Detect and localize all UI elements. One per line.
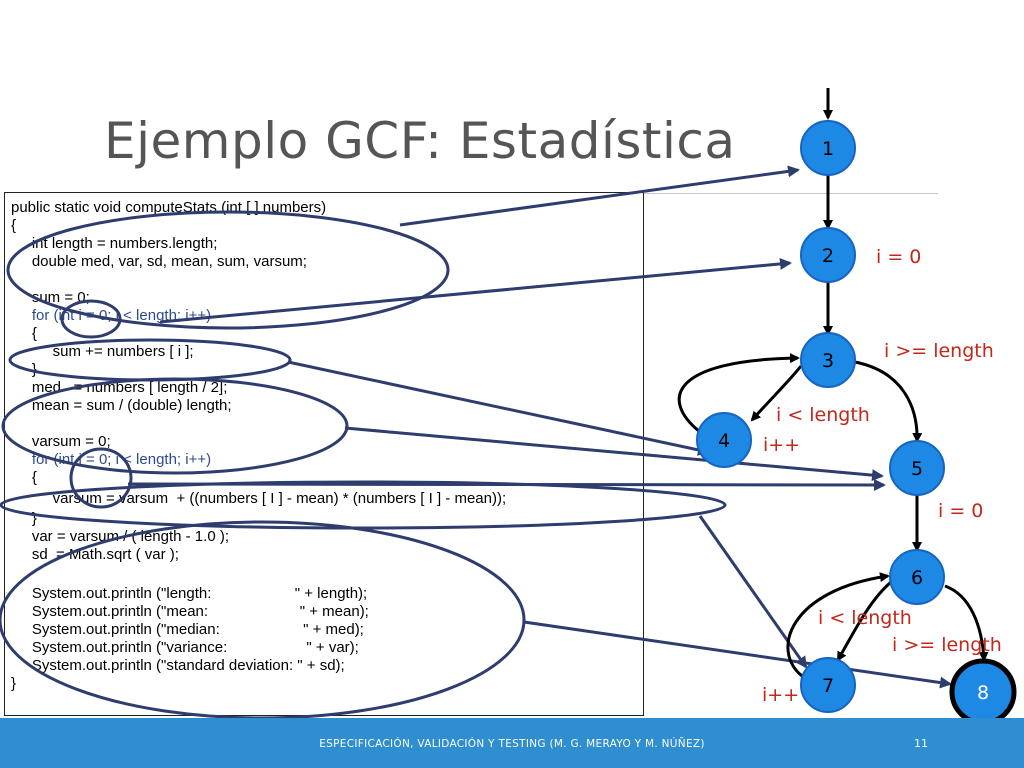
code-line: { xyxy=(11,325,37,342)
node-7: 7 xyxy=(800,657,856,713)
edge-3-5 xyxy=(854,360,923,443)
edge-7-6 xyxy=(786,572,890,678)
edge-label-n7-inc: i++ xyxy=(762,684,799,706)
node-1-label: 1 xyxy=(822,138,834,160)
code-line: } xyxy=(11,510,37,527)
code-line: varsum = varsum + ((numbers [ I ] - mean… xyxy=(11,490,507,507)
annotation-arrow-to-7 xyxy=(698,515,808,669)
annotation-arrow-to-5b xyxy=(127,478,886,491)
page-number: 11 xyxy=(914,737,928,750)
footer-text: ESPECIFICACIÓN, VALIDACIÓN Y TESTING (M.… xyxy=(319,738,705,750)
annotation-arrow-to-4 xyxy=(287,360,710,456)
code-line: sum += numbers [ i ]; xyxy=(11,343,194,360)
annotation-ellipse-init-1 xyxy=(60,299,122,339)
annotation-arrow-to-5 xyxy=(344,426,884,482)
node-6: 6 xyxy=(889,549,945,605)
code-line: mean = sum / (double) length; xyxy=(11,397,232,414)
code-line: public static void computeStats (int [ ]… xyxy=(11,199,327,216)
annotation-ellipse-block-2 xyxy=(1,377,349,475)
code-line: double med, var, sd, mean, sum, varsum; xyxy=(11,253,307,270)
code-line: for (int i = 0; i < length; i++) xyxy=(11,451,212,468)
code-panel: public static void computeStats (int [ ]… xyxy=(4,192,644,716)
code-line: sd = Math.sqrt ( var ); xyxy=(11,546,179,563)
node-4-label: 4 xyxy=(718,430,730,452)
edge-label-n3-exit: i >= length xyxy=(884,340,994,362)
node-2-label: 2 xyxy=(822,245,834,267)
edge-label-n3-loop: i < length xyxy=(776,404,870,426)
edge-6-7 xyxy=(836,580,892,662)
node-5: 5 xyxy=(889,440,945,496)
slide-title: Ejemplo GCF: Estadística xyxy=(104,112,736,170)
annotation-ellipse-body-1 xyxy=(8,338,292,382)
annotation-arrow-to-1 xyxy=(399,165,800,227)
code-line: System.out.println ("mean: " + mean); xyxy=(11,603,369,620)
edge-6-8 xyxy=(944,584,989,662)
title-divider xyxy=(640,193,938,194)
edge-4-3 xyxy=(677,353,800,434)
edge-label-n4-inc: i++ xyxy=(763,434,800,456)
code-line: System.out.println ("length: " + length)… xyxy=(11,585,368,602)
node-6-label: 6 xyxy=(911,567,923,589)
code-line: int length = numbers.length; xyxy=(11,235,218,252)
node-1: 1 xyxy=(800,120,856,176)
annotation-ellipse-block-3 xyxy=(0,520,526,720)
annotation-arrow-to-8 xyxy=(523,620,952,689)
node-3: 3 xyxy=(800,332,856,388)
code-line: { xyxy=(11,469,37,486)
code-line: } xyxy=(11,675,17,692)
node-4: 4 xyxy=(696,412,752,468)
annotation-ellipse-block-1 xyxy=(6,210,450,330)
node-7-label: 7 xyxy=(822,675,834,697)
edge-label-n5-init: i = 0 xyxy=(938,500,983,522)
node-8: 8 xyxy=(949,658,1017,726)
code-line: System.out.println ("median: " + med); xyxy=(11,621,364,638)
code-line: } xyxy=(11,361,37,378)
footer-bar: ESPECIFICACIÓN, VALIDACIÓN Y TESTING (M.… xyxy=(0,718,1024,768)
code-line: { xyxy=(11,217,17,234)
node-2: 2 xyxy=(800,227,856,283)
node-3-label: 3 xyxy=(822,350,834,372)
node-5-label: 5 xyxy=(911,458,923,480)
edge-label-n2-init: i = 0 xyxy=(876,246,921,268)
code-line: System.out.println ("variance: " + var); xyxy=(11,639,359,656)
edge-label-n6-exit: i >= length xyxy=(892,634,1002,656)
annotation-arrow-to-2 xyxy=(159,257,792,324)
annotation-ellipse-init-2 xyxy=(69,447,133,509)
code-line: System.out.println ("standard deviation:… xyxy=(11,657,345,674)
node-8-label: 8 xyxy=(977,682,989,704)
annotation-ellipse-body-2 xyxy=(0,480,727,530)
code-line: varsum = 0; xyxy=(11,433,111,450)
edge-3-4 xyxy=(750,365,803,422)
edge-label-n6-loop: i < length xyxy=(818,607,912,629)
